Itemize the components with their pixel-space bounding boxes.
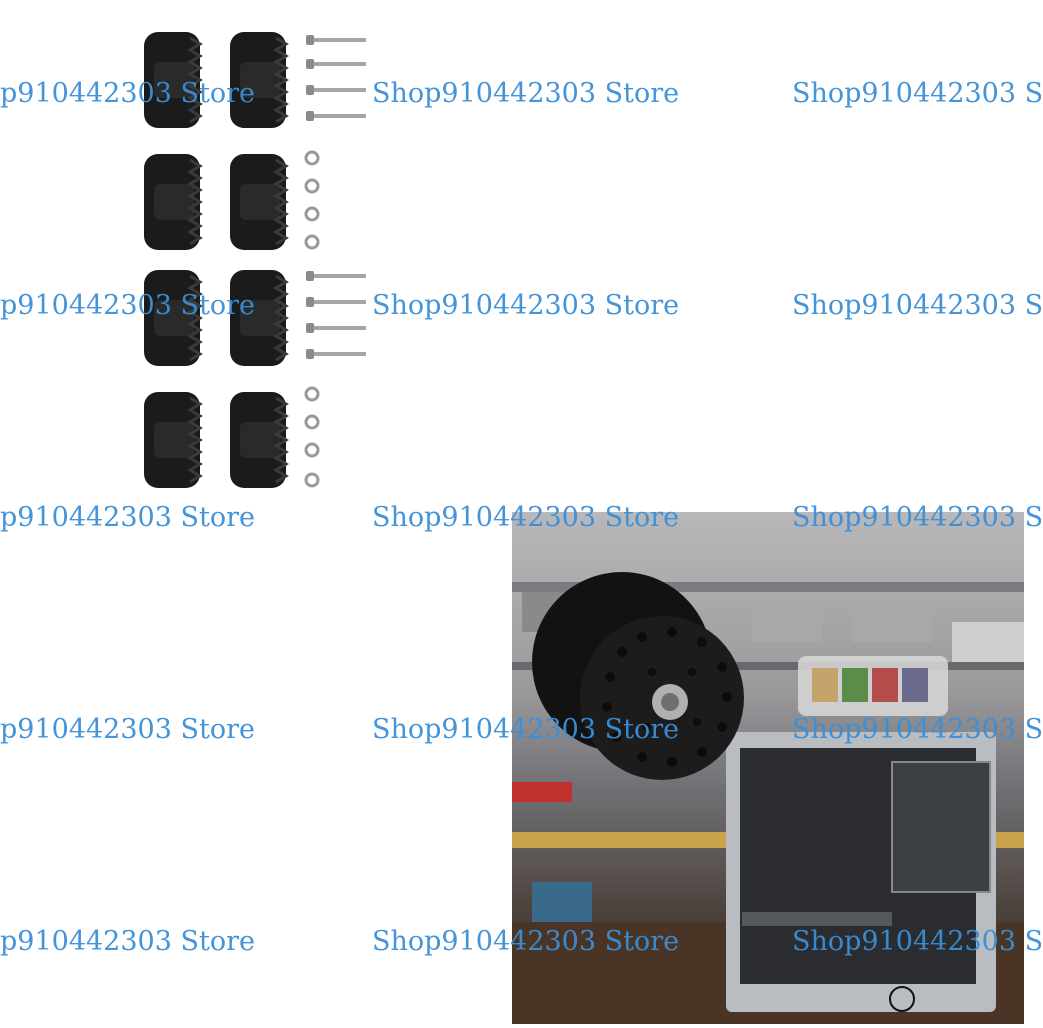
watermark-text: p910442303 Store xyxy=(0,290,255,321)
watermark-text: Shop910442303 Store xyxy=(372,290,680,321)
wheel-part-7 xyxy=(142,390,202,490)
watermark-text: Shop910442303 Store xyxy=(372,714,680,745)
wheel-part-3 xyxy=(142,152,202,252)
product-parts-illustration xyxy=(142,30,366,490)
watermark-text: Shop910442303 S xyxy=(792,714,1043,745)
watermark-text: Shop910442303 S xyxy=(792,926,1043,957)
wheel-part-8 xyxy=(228,390,288,490)
watermark-text: Shop910442303 S xyxy=(792,290,1043,321)
watermark-text: p910442303 Store xyxy=(0,926,255,957)
watermark-text: Shop910442303 Store xyxy=(372,926,680,957)
watermark-text: p910442303 Store xyxy=(0,502,255,533)
watermark-text: p910442303 Store xyxy=(0,714,255,745)
watermark-text: p910442303 Store xyxy=(0,78,255,109)
watermark-text: Shop910442303 S xyxy=(792,502,1043,533)
wheel-part-4 xyxy=(228,152,288,252)
watermark-text: Shop910442303 S xyxy=(792,78,1043,109)
watermark-text: Shop910442303 Store xyxy=(372,78,680,109)
watermark-text: Shop910442303 Store xyxy=(372,502,680,533)
product-scene-photo xyxy=(512,512,1024,1024)
scene-illustration xyxy=(512,572,1024,1024)
